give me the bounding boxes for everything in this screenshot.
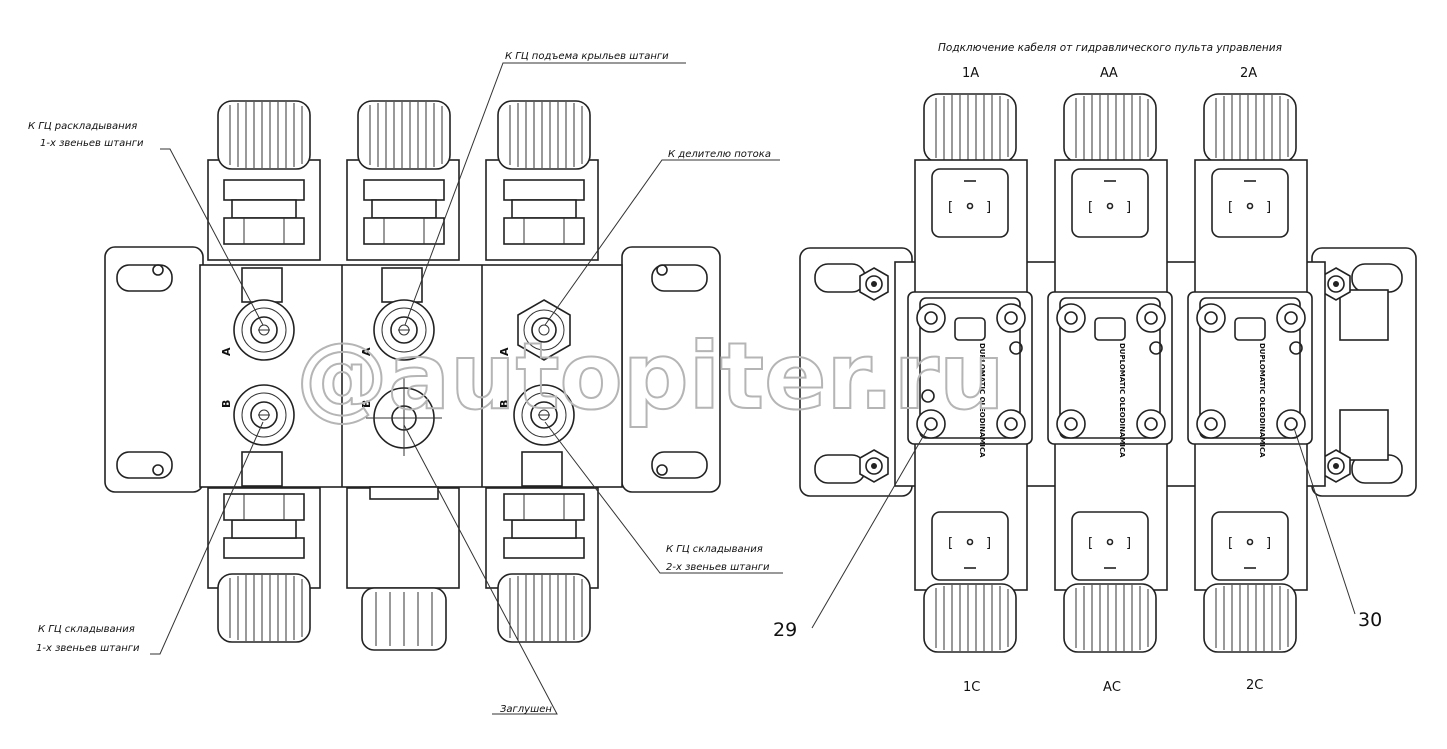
solenoid-valve-aa: DUPLOMATIC OLEODINAMICA xyxy=(1047,93,1173,653)
solenoid-brand-3: DUPLOMATIC OLEODINAMICA xyxy=(1258,343,1266,458)
solenoid-valve-2a: DUPLOMATIC OLEODINAMICA xyxy=(1187,93,1313,653)
port-label-2c: 2С xyxy=(1246,678,1263,693)
solenoid-valve-1a: DUPLOMATIC OLEODINAMICA xyxy=(907,93,1033,653)
duplomatic-logo-icon xyxy=(1094,317,1126,341)
port-a-letter-1: A xyxy=(220,347,233,356)
duplomatic-logo-icon xyxy=(1234,317,1266,341)
callout-30: 30 xyxy=(1358,609,1382,631)
cable-connection-header: Подключение кабеля от гидравлического пу… xyxy=(938,42,1282,54)
port-label-aa: АА xyxy=(1100,66,1118,81)
port-label-2a: 2А xyxy=(1240,66,1257,81)
port-label-ac: АС xyxy=(1103,680,1121,695)
port-b-letter-2: B xyxy=(360,400,373,408)
callout-29: 29 xyxy=(773,619,797,641)
duplomatic-logo-icon xyxy=(954,317,986,341)
port-label-1c: 1С xyxy=(963,680,980,695)
left-valve-assembly: A B A B A B К ГЦ раскладывания 1-х звень… xyxy=(28,51,783,715)
port-a-letter-2: A xyxy=(360,347,373,356)
port-a-letter-3: A xyxy=(498,347,511,356)
port-b-letter-1: B xyxy=(220,400,233,408)
port-b-letter-3: B xyxy=(498,400,511,408)
solenoid-brand-2: DUPLOMATIC OLEODINAMICA xyxy=(1118,343,1126,458)
label-flow-divider: К делителю потока xyxy=(668,149,771,160)
label-fold-1st-links-1: К ГЦ складывания xyxy=(38,624,135,635)
label-fold-2nd-links-2: 2-х звеньев штанги xyxy=(666,562,770,573)
label-fold-2nd-links-1: К ГЦ складывания xyxy=(666,544,763,555)
right-valve-assembly: Подключение кабеля от гидравлического пу… xyxy=(773,42,1417,695)
watermark: @autopiter.ru xyxy=(296,323,1005,430)
label-plugged: Заглушен xyxy=(500,704,552,715)
label-unfold-1st-links-2: 1-х звеньев штанги xyxy=(40,138,144,149)
label-boom-wings-lift: К ГЦ подъема крыльев штанги xyxy=(505,51,669,62)
solenoid-brand-1: DUPLOMATIC OLEODINAMICA xyxy=(978,343,986,458)
label-unfold-1st-links-1: К ГЦ раскладывания xyxy=(28,121,137,132)
label-fold-1st-links-2: 1-х звеньев штанги xyxy=(36,643,140,654)
port-label-1a: 1А xyxy=(962,66,979,81)
